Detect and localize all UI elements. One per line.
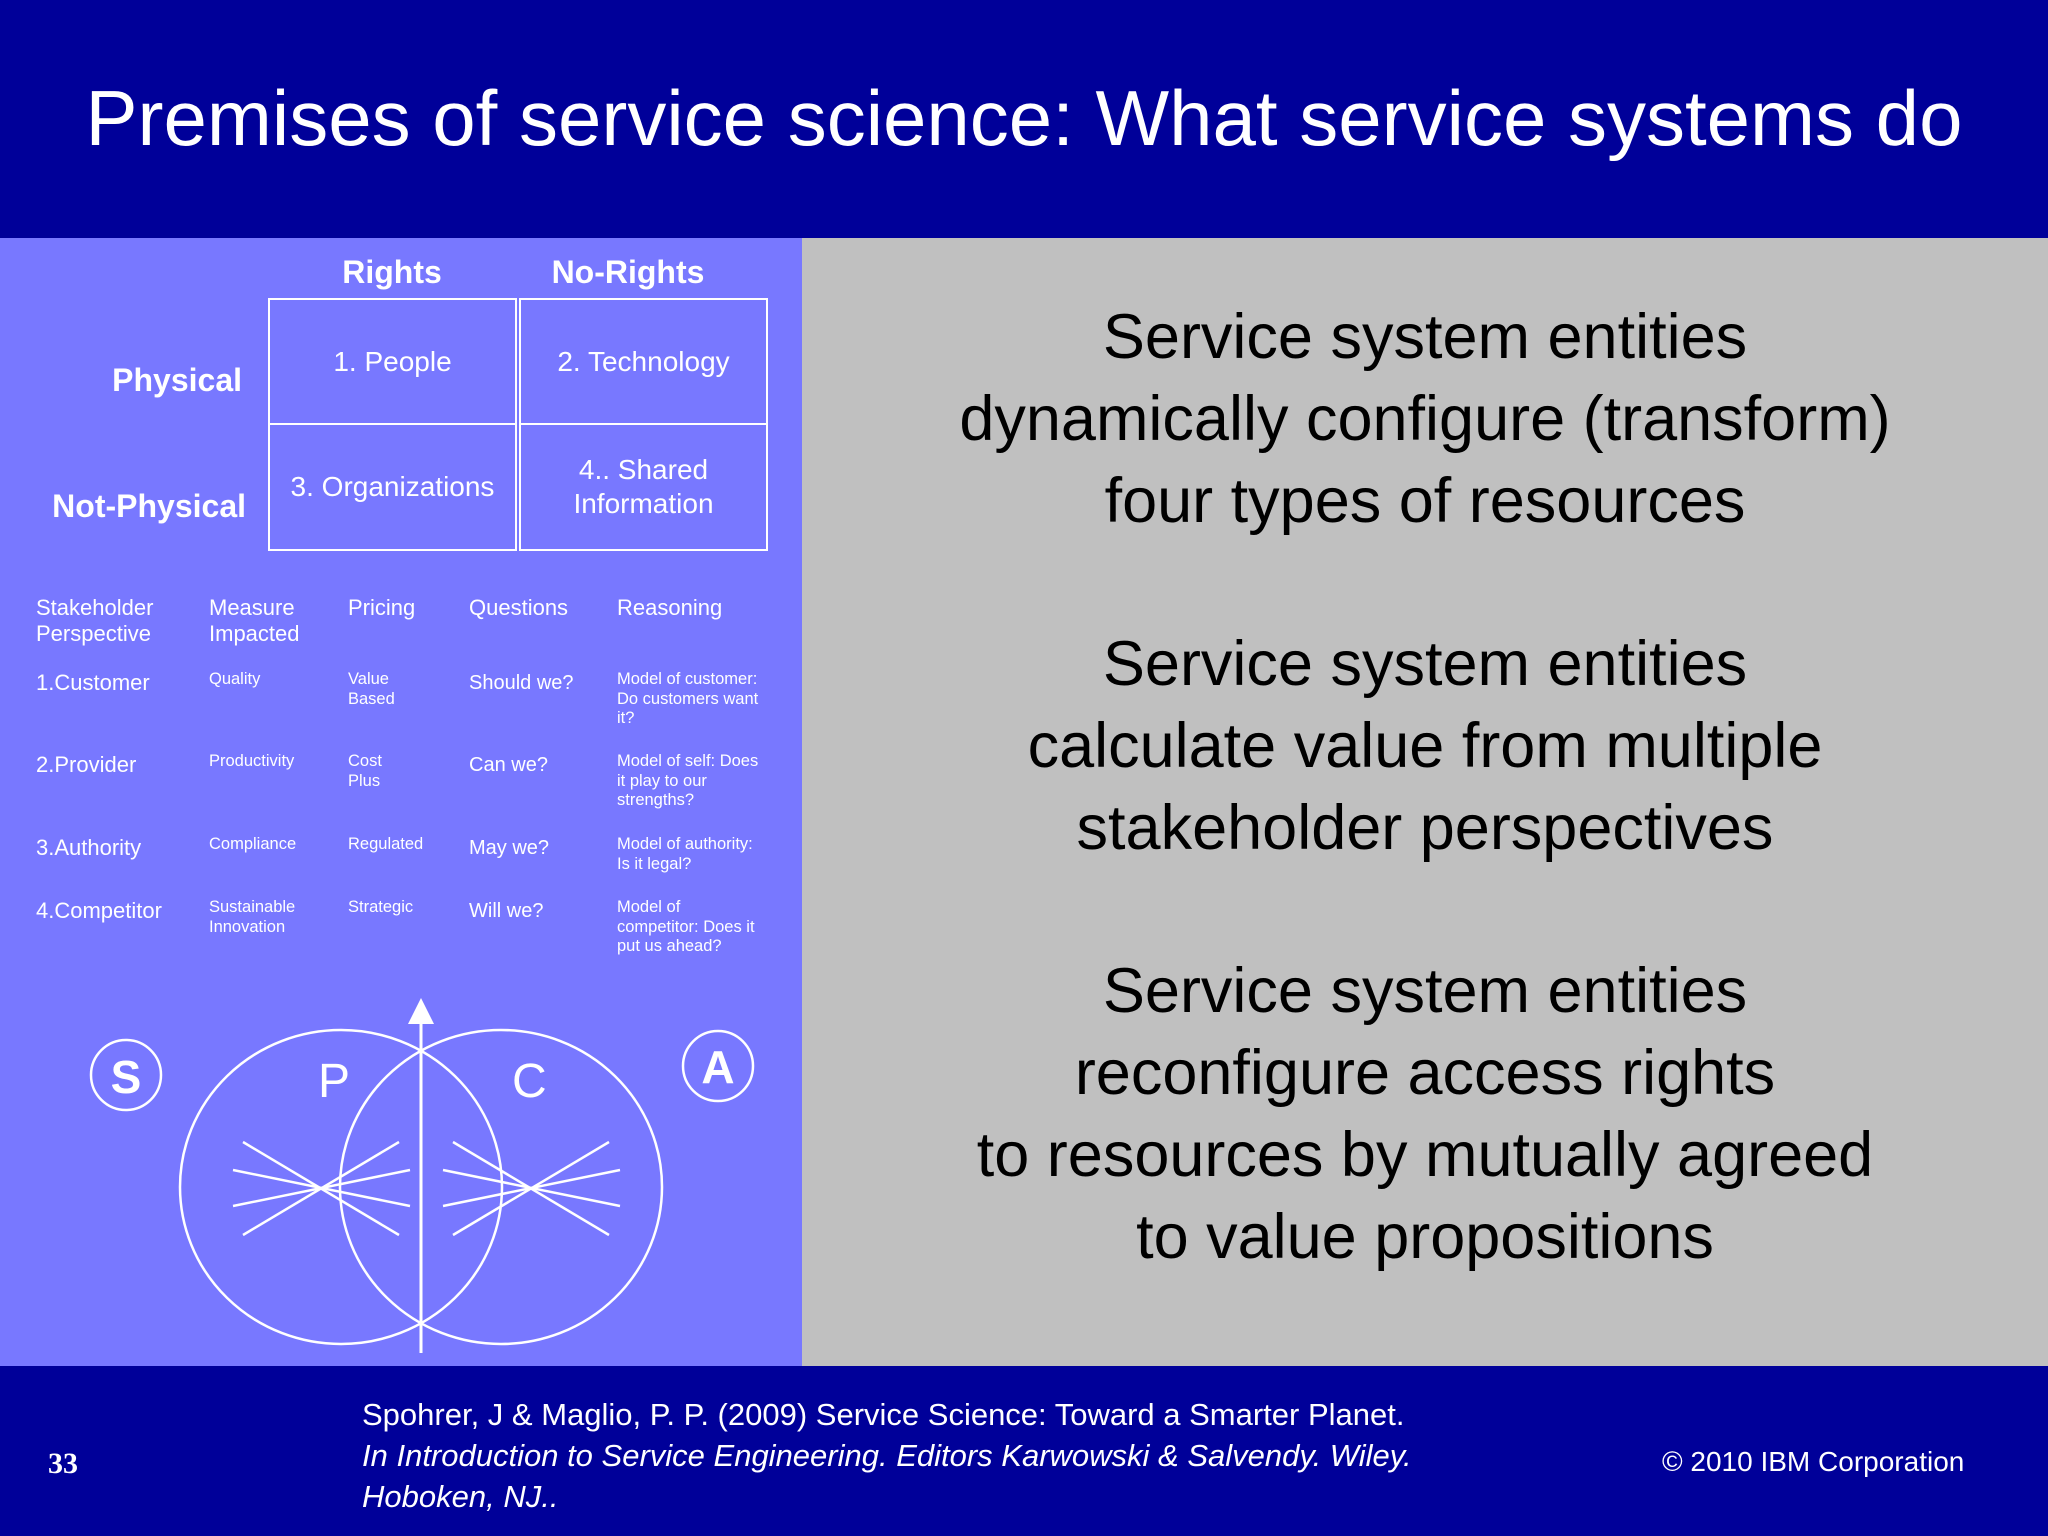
table-cell-stakeholder: 1.Customer xyxy=(36,670,150,695)
table-cell-reasoning: Model of customer: Do customers want it? xyxy=(617,670,759,727)
table-cell-stakeholder: 2.Provider xyxy=(36,752,137,777)
matrix-cell-shared-information: 4.. Shared Information xyxy=(519,423,768,551)
table-header-questions: Questions xyxy=(469,595,569,620)
table-cell-question: Will we? xyxy=(469,900,544,922)
left-panel xyxy=(0,238,802,1366)
statement-resources: Service system entities dynamically conf… xyxy=(802,296,2048,542)
stakeholder-label-a: A xyxy=(701,1041,735,1093)
table-header-stakeholder: Stakeholder Perspective xyxy=(36,595,154,646)
statement-line: to resources by mutually agreed xyxy=(976,1120,1874,1190)
citation-line-1: Spohrer, J & Maglio, P. P. (2009) Servic… xyxy=(362,1397,1405,1432)
statement-line: dynamically configure (transform) xyxy=(959,384,1891,454)
citation: Spohrer, J & Maglio, P. P. (2009) Servic… xyxy=(362,1394,1412,1517)
statement-line: calculate value from multiple xyxy=(1027,711,1823,781)
statement-line: reconfigure access rights xyxy=(1074,1038,1776,1108)
table-cell-measure: Quality xyxy=(209,670,261,688)
stakeholder-label-s: S xyxy=(110,1051,142,1103)
table-cell-pricing: Regulated xyxy=(348,835,424,853)
table-cell-measure: Sustainable Innovation xyxy=(209,898,296,936)
table-cell-stakeholder: 3.Authority xyxy=(36,835,142,860)
provider-ellipse xyxy=(178,1028,504,1346)
copyright-notice: © 2010 IBM Corporation xyxy=(1662,1446,1965,1477)
slide-header xyxy=(0,0,2048,238)
table-cell-reasoning: Model of authority: Is it legal? xyxy=(617,835,753,873)
s-circle xyxy=(89,1038,163,1112)
slide-footer xyxy=(0,1366,2048,1536)
stakeholder-label-p: P xyxy=(318,1055,351,1108)
table-cell-question: May we? xyxy=(469,837,550,859)
row-header-not-physical: Not-Physical xyxy=(52,488,246,524)
statement-line: four types of resources xyxy=(1104,466,1746,536)
table-cell-pricing: Cost Plus xyxy=(348,752,382,790)
table-cell-question: Should we? xyxy=(469,672,574,694)
table-cell-pricing: Value Based xyxy=(348,670,395,708)
statement-line: stakeholder perspectives xyxy=(1076,793,1774,863)
page-number: 33 xyxy=(48,1447,78,1480)
statement-line: to value propositions xyxy=(1136,1202,1714,1272)
table-cell-pricing: Strategic xyxy=(348,898,414,916)
column-header-rights: Rights xyxy=(342,254,442,290)
table-cell-question: Can we? xyxy=(469,754,548,776)
citation-line-2: In Introduction to Service Engineering. … xyxy=(362,1438,1412,1473)
column-header-no-rights: No-Rights xyxy=(551,254,705,290)
right-panel xyxy=(802,238,2048,1366)
table-header-reasoning: Reasoning xyxy=(617,595,723,620)
table-cell-stakeholder: 4.Competitor xyxy=(36,898,162,923)
table-cell-measure: Compliance xyxy=(209,835,297,853)
table-cell-reasoning: Model of competitor: Does it put us ahea… xyxy=(617,898,755,955)
table-header-pricing: Pricing xyxy=(348,595,416,620)
arrow-up-icon xyxy=(408,998,434,1024)
a-circle xyxy=(681,1029,755,1103)
provider-starburst xyxy=(232,1140,411,1237)
slide-title: Premises of service science: What servic… xyxy=(85,74,1963,162)
table-header-measure: Measure Impacted xyxy=(209,595,300,646)
stakeholder-label-c: C xyxy=(512,1055,547,1108)
statement-line: Service system entities xyxy=(1102,302,1748,372)
customer-ellipse xyxy=(338,1028,664,1346)
matrix-cell-organizations: 3. Organizations xyxy=(268,423,517,551)
statement-line: Service system entities xyxy=(1102,956,1748,1026)
statement-access-rights: Service system entities reconfigure acce… xyxy=(802,950,2048,1278)
statement-line: Service system entities xyxy=(1102,629,1748,699)
row-header-physical: Physical xyxy=(112,362,242,398)
table-cell-reasoning: Model of self: Does it play to our stren… xyxy=(617,752,759,809)
customer-starburst xyxy=(442,1140,621,1237)
table-cell-measure: Productivity xyxy=(209,752,295,770)
citation-line-3: Hoboken, NJ.. xyxy=(362,1479,559,1514)
statement-value: Service system entities calculate value … xyxy=(802,623,2048,869)
service-system-diagram xyxy=(89,998,755,1353)
